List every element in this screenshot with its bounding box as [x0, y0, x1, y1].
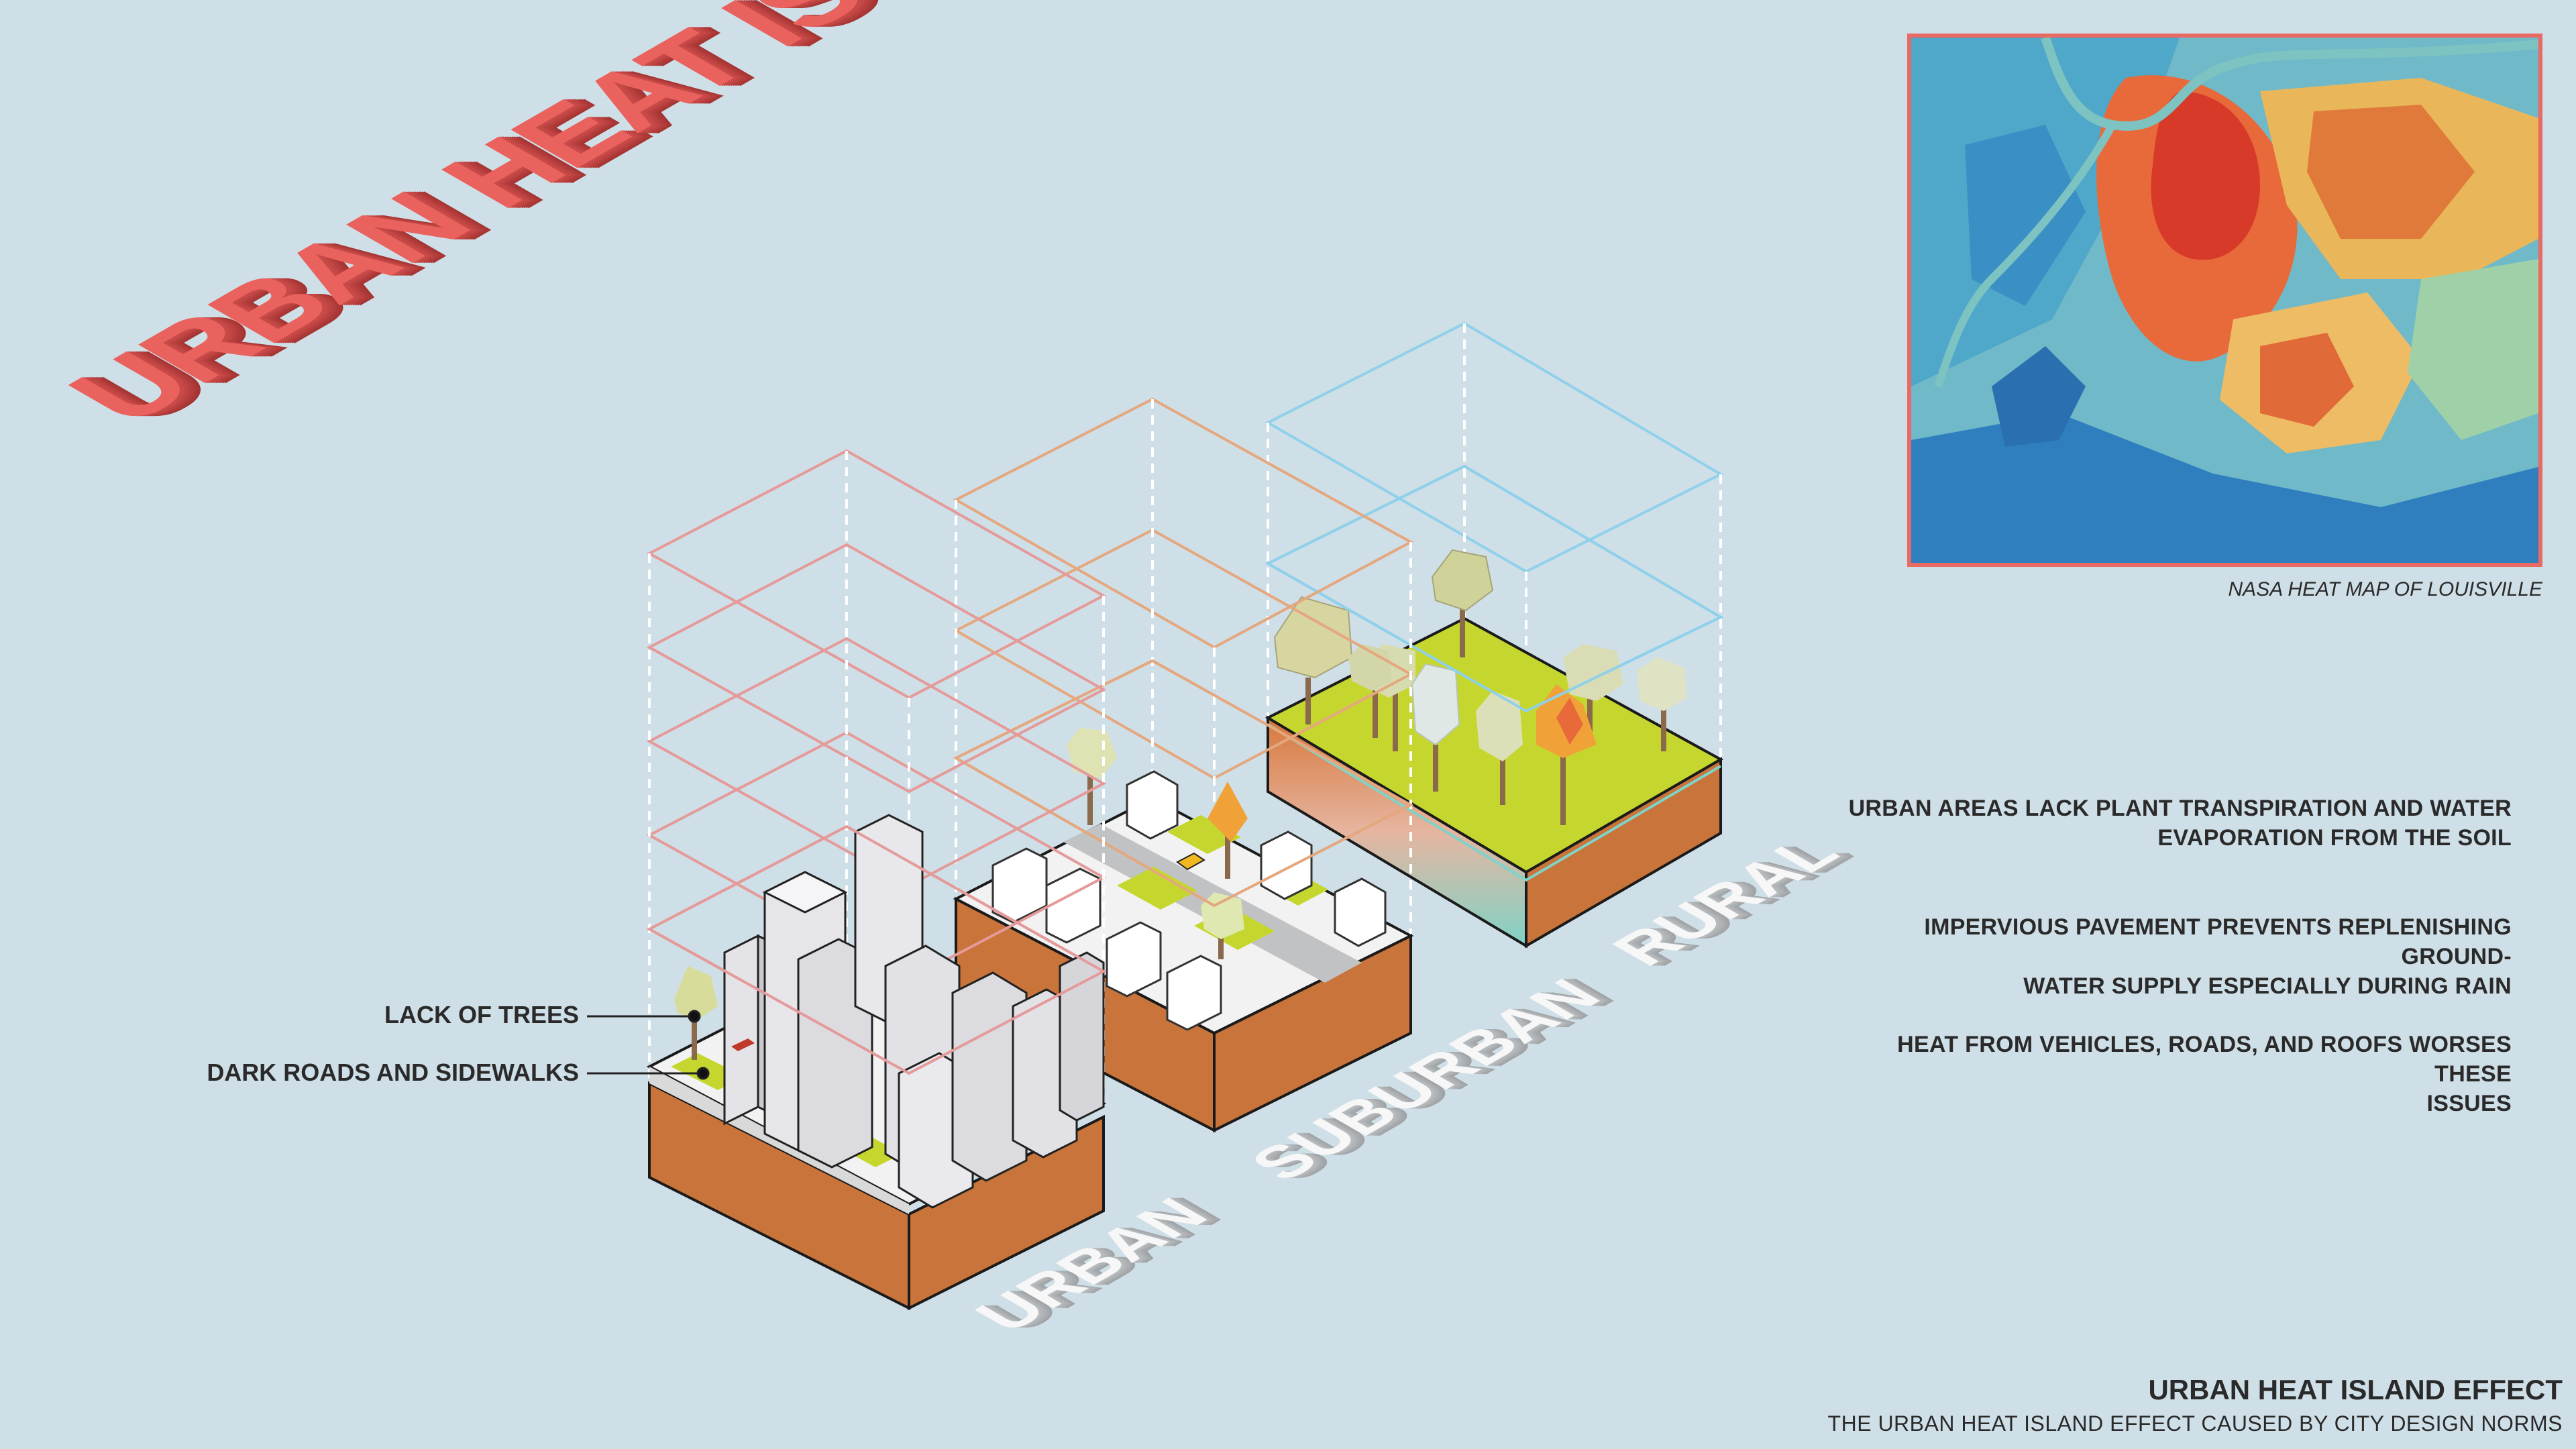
- map-caption: NASA HEAT MAP OF LOUISVILLE: [2228, 578, 2542, 600]
- heat-map-image: [1911, 38, 2538, 563]
- callout-dark-roads: DARK ROADS AND SIDEWALKS: [207, 1059, 579, 1086]
- info-point-1: URBAN AREAS LACK PLANT TRANSPIRATION AND…: [1827, 794, 2512, 853]
- callout-lack-of-trees: LACK OF TREES: [384, 1001, 579, 1028]
- info-point-1-line1: URBAN AREAS LACK PLANT TRANSPIRATION AND…: [1848, 796, 2512, 821]
- info-point-3-line2: ISSUES: [2426, 1091, 2512, 1116]
- rural-canopies: [1273, 549, 1687, 761]
- info-point-2: IMPERVIOUS PAVEMENT PREVENTS REPLENISHIN…: [1827, 912, 2512, 1001]
- heat-map: [1907, 34, 2542, 567]
- callout-leaders: [587, 1010, 710, 1080]
- footer-subtitle: THE URBAN HEAT ISLAND EFFECT CAUSED BY C…: [1827, 1411, 2563, 1436]
- urban-block: [646, 449, 1107, 1311]
- rural-block: [1265, 321, 1724, 949]
- info-point-2-line1: IMPERVIOUS PAVEMENT PREVENTS REPLENISHIN…: [1924, 914, 2512, 969]
- urban-buildings: [723, 814, 1105, 1209]
- info-point-1-line2: EVAPORATION FROM THE SOIL: [2157, 825, 2512, 851]
- info-point-2-line2: WATER SUPPLY ESPECIALLY DURING RAIN: [2023, 973, 2512, 999]
- info-point-3: HEAT FROM VEHICLES, ROADS, AND ROOFS WOR…: [1827, 1030, 2512, 1118]
- info-point-3-line1: HEAT FROM VEHICLES, ROADS, AND ROOFS WOR…: [1897, 1032, 2512, 1087]
- footer-title: URBAN HEAT ISLAND EFFECT: [2148, 1374, 2563, 1405]
